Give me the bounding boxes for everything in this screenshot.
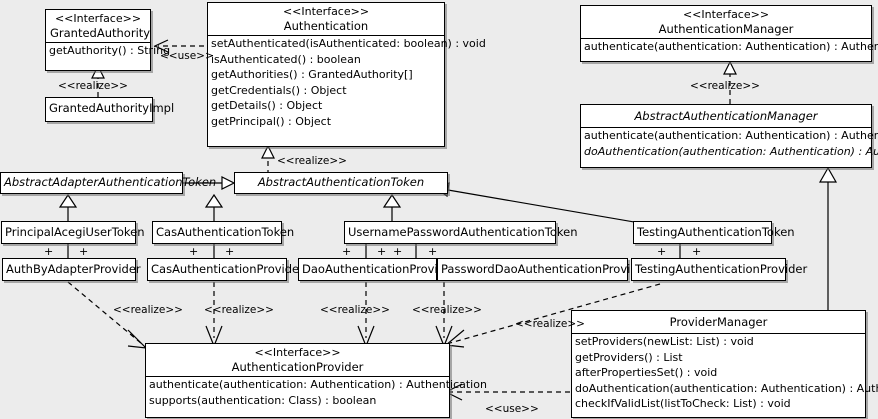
- class-name: AbstractAuthenticationToken: [257, 175, 425, 189]
- edge-realize-auth-by-adapter-provider: [67, 281, 143, 345]
- assoc-marker-username-a-right: +: [377, 245, 387, 258]
- edge-label-realize-dao-authentication-provider: <<realize>>: [320, 304, 390, 316]
- operation: getProviders() : List: [575, 350, 683, 364]
- assoc-marker-username-b-left: +: [393, 245, 403, 258]
- operations-compartment: getAuthority() : String: [46, 42, 171, 59]
- edge-label-use-granted-authority: <<use>>: [160, 50, 214, 62]
- class-username-password-authentication-token[interactable]: UsernamePasswordAuthenticationToken: [344, 221, 578, 244]
- operation: isAuthenticated() : boolean: [211, 52, 361, 66]
- class-authentication-provider[interactable]: <<Interface>> AuthenticationProvider aut…: [145, 343, 487, 418]
- class-header: ProviderManager: [572, 311, 865, 333]
- operation: authenticate(authentication: Authenticat…: [149, 378, 487, 391]
- operation: setAuthenticated(isAuthenticated: boolea…: [211, 37, 486, 50]
- assoc-marker-testing-left: +: [657, 245, 667, 258]
- class-dao-authentication-provider[interactable]: DaoAuthenticationProvider: [298, 258, 457, 281]
- operations-compartment: authenticate(authentication: Authenticat…: [146, 376, 487, 408]
- edge-label-realize-granted-authority-impl: <<realize>>: [58, 80, 128, 92]
- class-header: AbstractAuthenticationManager: [581, 105, 871, 127]
- edge-label-realize-abstract-authentication-token: <<realize>>: [277, 155, 347, 167]
- class-authentication[interactable]: <<Interface>> Authentication setAuthenti…: [207, 2, 486, 147]
- edge-realize-testing-authentication-provider: [449, 283, 661, 344]
- assoc-marker-principal-left: +: [44, 245, 54, 258]
- operations-compartment: setProviders(newList: List) : void getPr…: [572, 333, 878, 412]
- stereotype-label: <<Interface>>: [54, 12, 142, 25]
- assoc-marker-username-a-left: +: [342, 245, 352, 258]
- class-name: DaoAuthenticationProvider: [302, 262, 457, 276]
- class-granted-authority-impl[interactable]: GrantedAuthorityImpl: [45, 97, 175, 122]
- class-name: TestingAuthenticationToken: [637, 225, 795, 239]
- operations-compartment: setAuthenticated(isAuthenticated: boolea…: [208, 35, 486, 130]
- class-header: <<Interface>> GrantedAuthority: [46, 10, 150, 42]
- assoc-marker-cas-left: +: [189, 245, 199, 258]
- class-authentication-manager[interactable]: <<Interface>> AuthenticationManager auth…: [580, 5, 878, 62]
- edge-label-realize-auth-by-adapter-provider: <<realize>>: [113, 304, 183, 316]
- class-abstract-authentication-manager[interactable]: AbstractAuthenticationManager authentica…: [580, 104, 878, 168]
- class-name: AbstractAdapterAuthenticationToken: [4, 175, 217, 189]
- operations-compartment: authenticate(authentication: Authenticat…: [581, 38, 878, 55]
- operation: authenticate(authentication: Authenticat…: [584, 40, 878, 53]
- assoc-marker-cas-right: +: [225, 245, 235, 258]
- class-name: AuthenticationProvider: [231, 360, 364, 374]
- class-cas-authentication-token[interactable]: CasAuthenticationToken: [152, 221, 295, 244]
- class-testing-authentication-provider[interactable]: TestingAuthenticationProvider: [631, 258, 808, 281]
- assoc-marker-principal-right: +: [79, 245, 89, 258]
- class-testing-authentication-token[interactable]: TestingAuthenticationToken: [633, 221, 795, 244]
- class-abstract-adapter-authentication-token[interactable]: AbstractAdapterAuthenticationToken: [0, 172, 217, 194]
- class-header: <<Interface>> AuthenticationProvider: [146, 344, 449, 376]
- stereotype-label: <<Interface>>: [282, 5, 370, 18]
- class-name: CasAuthenticationProvider: [151, 262, 304, 276]
- class-name: PrincipalAcegiUserToken: [5, 225, 145, 239]
- operation: getDetails() : Object: [211, 99, 323, 113]
- class-header: <<Interface>> AuthenticationManager: [581, 6, 871, 38]
- operation: getPrincipal() : Object: [211, 114, 332, 128]
- class-name: PasswordDaoAuthenticationProvider: [441, 262, 650, 276]
- operation: doAuthentication(authentication: Authent…: [584, 144, 878, 158]
- class-granted-authority[interactable]: <<Interface>> GrantedAuthority getAuthor…: [45, 9, 171, 71]
- class-name: AbstractAuthenticationManager: [634, 109, 818, 123]
- operation: setProviders(newList: List) : void: [575, 335, 754, 348]
- class-name: GrantedAuthority: [50, 26, 151, 40]
- class-cas-authentication-provider[interactable]: CasAuthenticationProvider: [147, 258, 304, 281]
- stereotype-label: <<Interface>>: [254, 346, 341, 359]
- operation: getAuthorities() : GrantedAuthority[]: [211, 68, 413, 82]
- stereotype-label: <<Interface>>: [682, 8, 770, 21]
- class-abstract-authentication-token[interactable]: AbstractAuthenticationToken: [234, 172, 448, 194]
- class-name: ProviderManager: [669, 315, 768, 329]
- edge-label-realize-cas-authentication-provider: <<realize>>: [204, 304, 274, 316]
- edge-label-realize-abstract-authentication-manager: <<realize>>: [690, 80, 760, 92]
- class-principal-acegi-user-token[interactable]: PrincipalAcegiUserToken: [1, 221, 145, 244]
- class-name: UsernamePasswordAuthenticationToken: [348, 225, 578, 239]
- class-name: AuthByAdapterProvider: [6, 262, 141, 276]
- class-name: AuthenticationManager: [658, 22, 794, 36]
- class-password-dao-authentication-provider[interactable]: PasswordDaoAuthenticationProvider: [437, 258, 650, 281]
- operation: getAuthority() : String: [49, 44, 171, 57]
- edge-generalization-testing-token: [447, 189, 641, 224]
- operation: getCredentials() : Object: [211, 83, 347, 97]
- operation: authenticate(authentication: Authenticat…: [584, 129, 878, 142]
- operation: afterPropertiesSet() : void: [575, 366, 718, 380]
- edge-label-realize-testing-authentication-provider: <<realize>>: [515, 318, 585, 330]
- class-auth-by-adapter-provider[interactable]: AuthByAdapterProvider: [2, 258, 141, 281]
- operations-compartment: authenticate(authentication: Authenticat…: [581, 127, 878, 159]
- edge-label-realize-password-dao-authentication-provider: <<realize>>: [412, 304, 482, 316]
- class-name: TestingAuthenticationProvider: [635, 262, 808, 276]
- operation: supports(authentication: Class) : boolea…: [149, 393, 377, 407]
- class-header: <<Interface>> Authentication: [208, 3, 444, 35]
- class-name: GrantedAuthorityImpl: [49, 101, 175, 115]
- operation: checkIfValidList(listToCheck: List) : vo…: [575, 397, 791, 411]
- assoc-marker-username-b-right: +: [428, 245, 438, 258]
- operation: doAuthentication(authentication: Authent…: [575, 381, 878, 395]
- class-name: Authentication: [283, 19, 369, 33]
- class-provider-manager[interactable]: ProviderManager setProviders(newList: Li…: [571, 310, 878, 418]
- class-name: CasAuthenticationToken: [156, 225, 295, 239]
- edge-label-use-provider-manager: <<use>>: [485, 403, 539, 415]
- assoc-marker-testing-right: +: [692, 245, 702, 258]
